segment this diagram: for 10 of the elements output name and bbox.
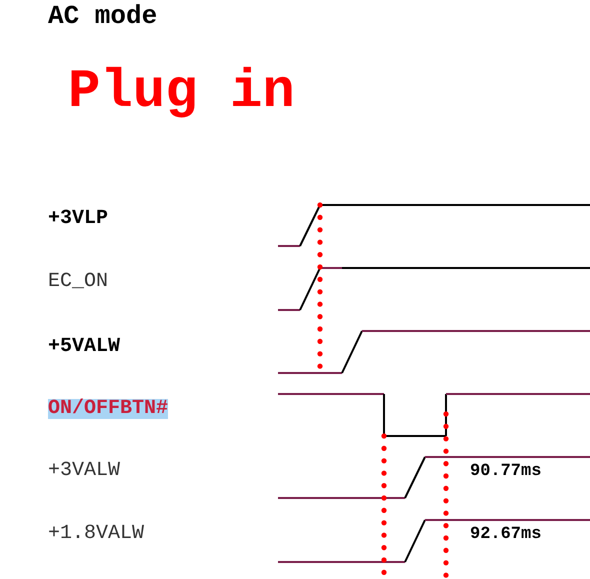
signal-name: +3VLP	[48, 209, 108, 229]
signal-name: +1.8VALW	[48, 524, 144, 544]
signal-name: EC_ON	[48, 272, 108, 292]
signal-name: +3VALW	[48, 461, 120, 481]
diagram-title: AC mode	[48, 3, 158, 29]
timing-value: 92.67ms	[470, 526, 542, 543]
signal-name: ON/OFFBTN#	[48, 399, 168, 419]
signal-name: +5VALW	[48, 337, 120, 357]
event-heading: Plug in	[68, 66, 295, 120]
timing-value: 90.77ms	[470, 463, 542, 480]
